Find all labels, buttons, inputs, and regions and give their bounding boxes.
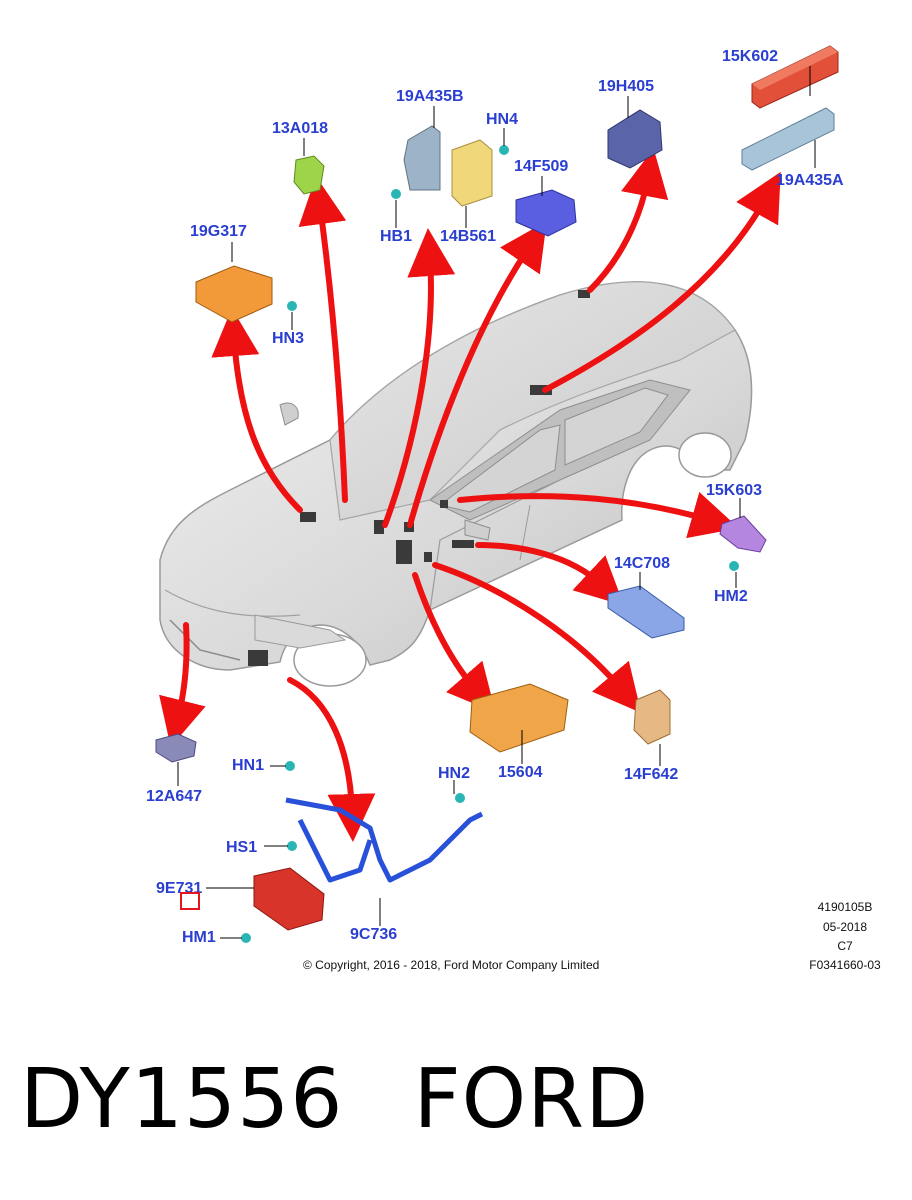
diagram-reference: 4190105B <box>817 900 873 914</box>
arrow-19A435A <box>542 171 781 393</box>
callout-arrows <box>159 148 781 842</box>
fastener-HN1-icon <box>285 761 295 771</box>
part-14F642-icon <box>633 689 671 745</box>
arrow-19G317 <box>211 308 303 513</box>
part-label-13A018: 13A018 <box>272 120 329 137</box>
part-19G317-icon <box>195 265 273 323</box>
part-label-19A435A: 19A435A <box>776 172 844 189</box>
part-label-14F509: 14F509 <box>514 158 569 175</box>
part-label-HM2: HM2 <box>714 588 748 605</box>
arrow-15604 <box>412 572 496 713</box>
part-label-HN2: HN2 <box>438 765 471 782</box>
fastener-HN2-icon <box>455 793 465 803</box>
part-number-caption: DY1556 <box>20 1052 344 1147</box>
arrow-14B561 <box>382 228 456 528</box>
part-14B561-icon <box>451 139 493 207</box>
arrow-14F642 <box>432 562 642 713</box>
part-label-14C708: 14C708 <box>614 555 671 572</box>
part-19A435A-icon <box>741 107 835 171</box>
arrow-15K603 <box>457 491 739 539</box>
part-label-HS1: HS1 <box>226 839 258 856</box>
part-15604-icon <box>469 683 569 753</box>
part-19A435B-icon <box>403 125 441 191</box>
part-label-HB1: HB1 <box>380 228 413 245</box>
part-12A647-icon <box>155 733 197 763</box>
diagram-date: 05-2018 <box>822 920 868 934</box>
part-15K603-icon <box>719 515 767 553</box>
arrow-14C708 <box>475 542 624 606</box>
fastener-HM2-icon <box>729 561 739 571</box>
fastener-HS1-icon <box>287 841 297 851</box>
part-label-19G317: 19G317 <box>190 223 247 240</box>
fastener-HN3-icon <box>287 301 297 311</box>
part-label-14F642: 14F642 <box>624 766 679 783</box>
arrow-14F509 <box>407 221 547 528</box>
arrow-9C736 <box>287 677 376 842</box>
part-14F509-icon <box>515 189 577 237</box>
module-markers-on-car <box>248 290 590 666</box>
part-9C736-icon <box>285 797 484 883</box>
part-label-15604: 15604 <box>498 764 543 781</box>
brand-caption: FORD <box>413 1052 650 1147</box>
part-label-9C736: 9C736 <box>350 926 398 943</box>
leader-lines <box>177 66 816 939</box>
diagram-code: C7 <box>837 939 853 953</box>
part-14C708-icon <box>607 585 685 639</box>
copyright-notice: © Copyright, 2016 - 2018, Ford Motor Com… <box>303 958 600 972</box>
part-19H405-icon <box>607 109 663 169</box>
part-label-15K603: 15K603 <box>706 482 763 499</box>
figure-number: F0341660-03 <box>809 958 881 972</box>
part-label-12A647: 12A647 <box>146 788 203 805</box>
part-label-HN3: HN3 <box>272 330 305 347</box>
arrow-13A018 <box>298 176 348 503</box>
fastener-HN4-icon <box>499 145 509 155</box>
part-label-15K602: 15K602 <box>722 48 779 65</box>
car-body <box>159 281 753 687</box>
part-label-HM1: HM1 <box>182 929 216 946</box>
arrow-12A647 <box>159 622 206 748</box>
part-9E731-icon <box>253 867 325 931</box>
fastener-HB1-icon <box>391 189 401 199</box>
highlight-box <box>180 892 200 910</box>
part-label-19A435B: 19A435B <box>396 88 464 105</box>
arrow-19H405 <box>587 148 669 293</box>
part-label-14B561: 14B561 <box>440 228 497 245</box>
part-label-HN4: HN4 <box>486 111 519 128</box>
part-label-HN1: HN1 <box>232 757 265 774</box>
fastener-HM1-icon <box>241 933 251 943</box>
part-label-19H405: 19H405 <box>598 78 655 95</box>
vehicle-module-location-diagram <box>155 45 839 943</box>
part-15K602-icon <box>751 45 839 109</box>
caption: DY1556 FORD <box>20 1052 649 1148</box>
part-13A018-icon <box>293 155 325 195</box>
